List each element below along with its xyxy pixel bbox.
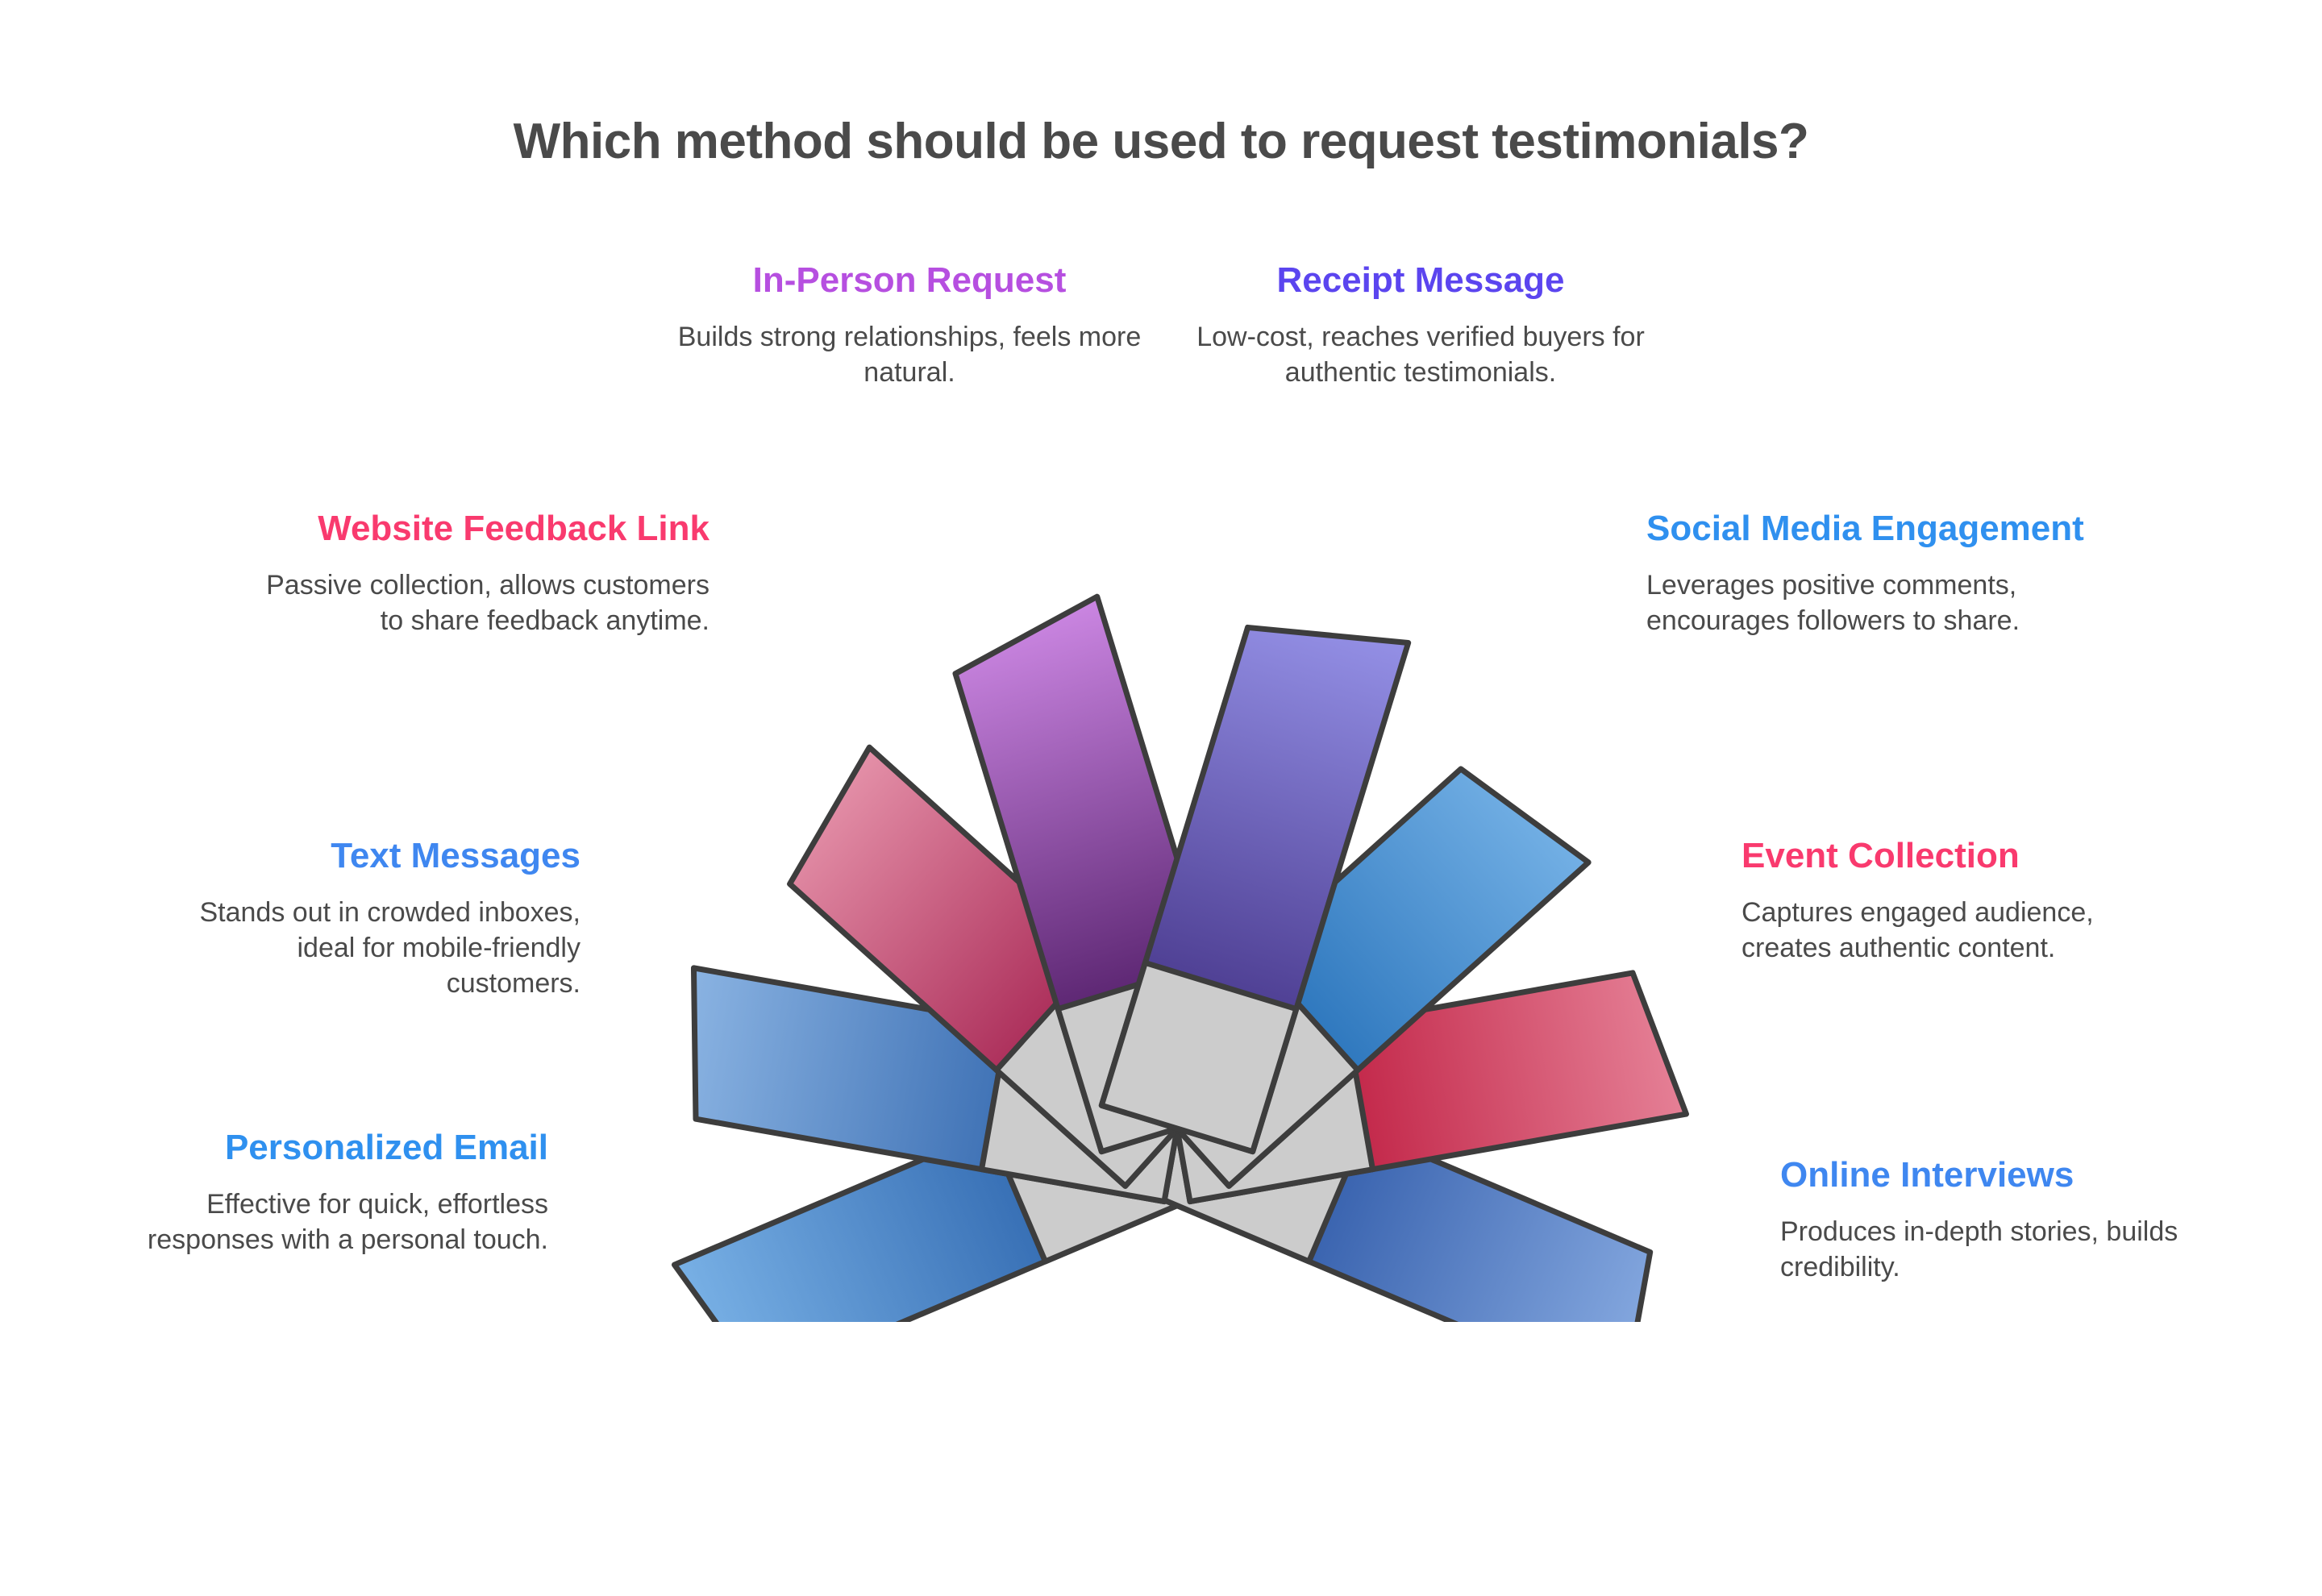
callout-title-personalized-email: Personalized Email: [224, 1128, 548, 1167]
callout-title-event-collection: Event Collection: [1742, 836, 2020, 875]
callout-website-feedback-link: Website Feedback Link Passive collection…: [242, 508, 710, 638]
callout-social-media-engagement: Social Media Engagement Leverages positi…: [1646, 508, 2098, 638]
callout-title-website-feedback-link: Website Feedback Link: [318, 509, 710, 548]
petal-receipt-message: [1098, 624, 1412, 1155]
callout-receipt-message: Receipt Message Low-cost, reaches verifi…: [1187, 260, 1654, 390]
callout-description-website-feedback-link: Passive collection, allows customers to …: [266, 569, 710, 637]
callout-title-online-interviews: Online Interviews: [1780, 1155, 2074, 1195]
callout-in-person-request: In-Person Request Builds strong relation…: [676, 260, 1143, 390]
callout-description-social-media-engagement: Leverages positive comments, encourages …: [1646, 569, 2020, 637]
callout-title-in-person-request: In-Person Request: [752, 260, 1067, 300]
callout-personalized-email: Personalized Email Effective for quick, …: [89, 1127, 548, 1257]
callout-online-interviews: Online Interviews Produces in-depth stor…: [1780, 1154, 2232, 1285]
callout-description-text-messages: Stands out in crowded inboxes, ideal for…: [199, 896, 580, 1000]
callout-text-messages: Text Messages Stands out in crowded inbo…: [161, 835, 580, 1001]
callout-description-in-person-request: Builds strong relationships, feels more …: [677, 321, 1142, 389]
callout-title-receipt-message: Receipt Message: [1276, 260, 1565, 300]
callout-description-online-interviews: Produces in-depth stories, builds credib…: [1780, 1216, 2178, 1283]
pinwheel-graphic: [613, 516, 1742, 1322]
callout-title-text-messages: Text Messages: [331, 836, 580, 875]
callout-description-personalized-email: Effective for quick, effortless response…: [147, 1188, 548, 1256]
callout-title-social-media-engagement: Social Media Engagement: [1646, 509, 2084, 548]
callout-description-event-collection: Captures engaged audience, creates authe…: [1742, 896, 2094, 964]
page-title: Which method should be used to request t…: [513, 114, 1809, 169]
callout-event-collection: Event Collection Captures engaged audien…: [1742, 835, 2161, 966]
callout-description-receipt-message: Low-cost, reaches verified buyers for au…: [1196, 321, 1645, 389]
